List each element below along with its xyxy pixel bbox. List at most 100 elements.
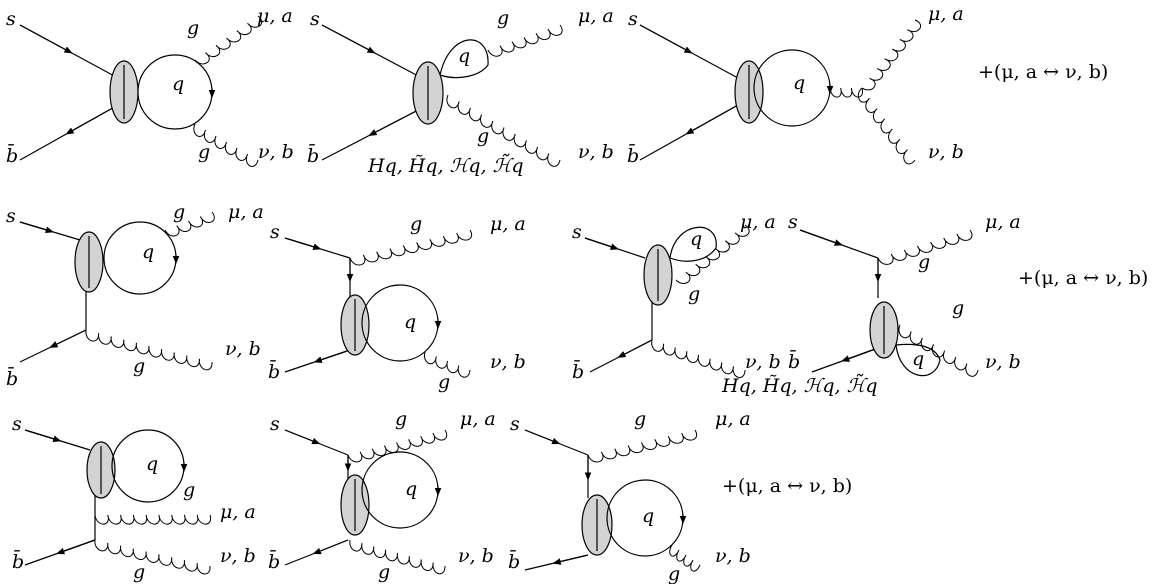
label-mu-a: μ, a	[257, 5, 293, 27]
label-mu-a: μ, a	[715, 408, 751, 430]
label-q: q	[690, 228, 702, 250]
gluon-line	[349, 539, 446, 575]
label-bbar: b̄	[6, 143, 18, 167]
label-g: g	[133, 355, 145, 377]
gluon-line	[349, 229, 473, 266]
gluon-line	[85, 329, 213, 371]
label-g: g	[133, 561, 145, 583]
arrow-marker	[65, 104, 119, 135]
label-g: g	[187, 17, 199, 39]
label-nu-b: ν, b	[225, 338, 261, 360]
quark-loop	[361, 284, 439, 362]
label-nu-b: ν, b	[258, 141, 294, 163]
label-q: q	[172, 73, 184, 95]
label-g: g	[688, 283, 700, 305]
label-nu-b: ν, b	[458, 545, 494, 567]
gluon-line	[487, 24, 563, 57]
gpd-label: Hq, H̃q, ℋq, ℋ̃q	[721, 374, 878, 397]
label-mu-a: μ, a	[460, 408, 496, 430]
label-s: s	[510, 413, 520, 435]
label-g: g	[410, 213, 422, 235]
label-nu-b: ν, b	[985, 351, 1021, 373]
gluon-line	[877, 229, 973, 265]
label-q: q	[793, 72, 805, 94]
gluon-line	[446, 94, 561, 167]
arrow-marker	[19, 221, 55, 234]
gluon-line	[194, 15, 263, 65]
label-nu-b: ν, b	[715, 545, 751, 567]
gluon-line	[193, 123, 259, 167]
gluon-line	[587, 429, 698, 463]
label-bbar: b̄	[12, 549, 24, 573]
label-nu-b: ν, b	[928, 141, 964, 163]
label-s: s	[12, 413, 22, 435]
label-q: q	[142, 241, 154, 263]
arrow-marker	[24, 429, 62, 442]
quark-loop	[753, 49, 831, 127]
gluon-line	[94, 539, 211, 575]
arrow-marker	[617, 339, 653, 358]
label-s: s	[6, 8, 16, 30]
label-g: g	[477, 125, 489, 147]
label-s: s	[572, 221, 582, 243]
label-bbar: b̄	[268, 359, 280, 383]
label-g: g	[173, 201, 185, 223]
label-g: g	[668, 563, 680, 584]
label-mu-a: μ, a	[578, 5, 614, 27]
label-s: s	[270, 413, 280, 435]
quark-loop	[439, 39, 489, 79]
label-s: s	[6, 205, 16, 227]
gluon-line	[898, 324, 979, 377]
quark-loop	[669, 226, 717, 262]
label-q: q	[458, 45, 470, 67]
label-mu-a: μ, a	[490, 213, 526, 235]
label-g: g	[438, 371, 450, 393]
label-nu-b: ν, b	[578, 141, 614, 163]
label-q: q	[146, 453, 158, 475]
gluon-line	[861, 19, 922, 91]
label-nu-b: ν, b	[745, 351, 781, 373]
label-g: g	[952, 297, 964, 319]
arrow-marker	[56, 539, 96, 555]
label-bbar: b̄	[508, 549, 520, 573]
arrow-marker	[524, 429, 561, 445]
label-swap: +(μ, a ↔ ν, b)	[722, 475, 852, 497]
label-nu-b: ν, b	[490, 351, 526, 373]
label-mu-a: μ, a	[220, 501, 256, 523]
arrow-marker	[19, 24, 73, 54]
label-mu-a: μ, a	[985, 211, 1021, 233]
label-bbar: b̄	[307, 143, 319, 167]
label-bbar: b̄	[6, 366, 18, 390]
gluon-line	[669, 544, 701, 572]
gpd-label: Hq, H̃q, ℋq, ℋ̃q	[367, 154, 524, 177]
label-q: q	[912, 348, 924, 370]
arrow-marker	[312, 539, 349, 555]
label-s: s	[788, 211, 798, 233]
gluon-line	[423, 351, 471, 378]
label-bbar: b̄	[572, 359, 584, 383]
gluon-line	[651, 339, 746, 379]
arrow-marker	[284, 237, 322, 250]
arrow-marker	[584, 237, 619, 250]
label-q: q	[642, 505, 654, 527]
label-g: g	[183, 479, 195, 501]
label-g: g	[378, 561, 390, 583]
gluon-line	[347, 429, 448, 463]
gluon-line	[164, 211, 215, 237]
label-bbar: b̄	[268, 549, 280, 573]
arrow-marker	[284, 429, 321, 445]
label-s: s	[310, 8, 320, 30]
arrow-marker	[368, 107, 423, 136]
label-bbar: b̄	[788, 349, 800, 373]
label-g: g	[918, 251, 930, 273]
label-bbar: b̄	[627, 143, 639, 167]
label-q: q	[405, 478, 417, 500]
quark-loop	[895, 343, 941, 377]
gluon-line	[94, 514, 212, 525]
label-swap: +(μ, a ↔ ν, b)	[978, 61, 1108, 83]
arrow-marker	[49, 329, 87, 348]
arrow-marker	[799, 229, 843, 246]
arrow-marker	[552, 554, 589, 565]
gluon-line	[857, 87, 916, 165]
